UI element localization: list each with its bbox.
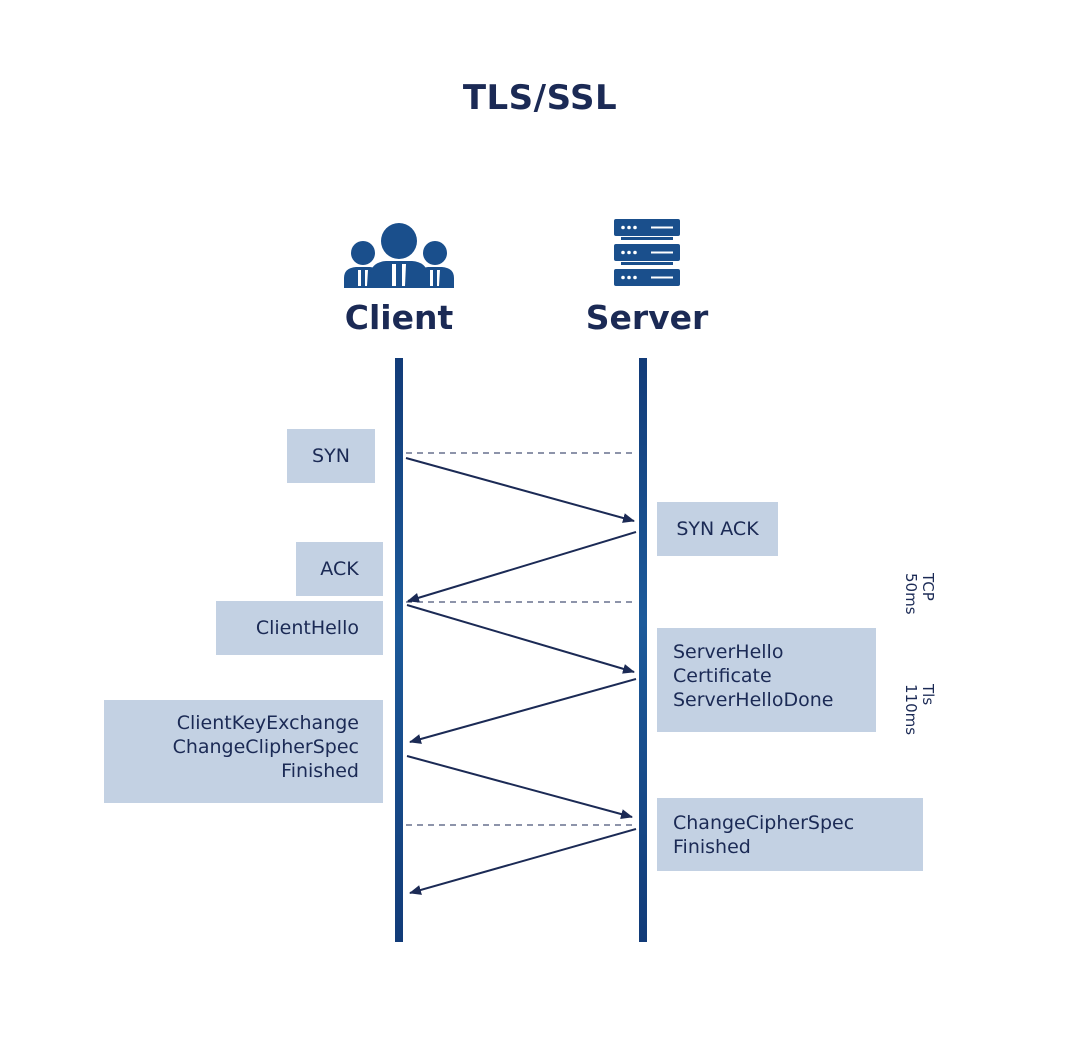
users-group-icon bbox=[344, 223, 454, 288]
client-label: Client bbox=[344, 298, 454, 337]
diagram-title: TLS/SSL bbox=[462, 78, 618, 118]
message-text: Finished bbox=[673, 836, 751, 858]
arrow-syn-ack bbox=[407, 531, 637, 603]
timing-tcp-duration: 50ms bbox=[902, 573, 920, 615]
message-text: ACK bbox=[320, 558, 359, 580]
message-text: SYN ACK bbox=[676, 518, 759, 540]
message-text: ClientHello bbox=[255, 617, 359, 639]
message-box-syn-ack: SYN ACK bbox=[657, 502, 778, 556]
server-label: Server bbox=[585, 298, 709, 337]
arrow-client-hello bbox=[406, 604, 635, 674]
arrow-server-hello bbox=[409, 678, 637, 744]
message-text: ServerHelloDone bbox=[673, 689, 834, 711]
message-box-server-hello: ServerHello Certificate ServerHelloDone bbox=[657, 628, 876, 732]
timing-tls-label: Tls bbox=[919, 684, 937, 706]
message-text: ChangeCipherSpec bbox=[673, 812, 855, 834]
message-box-server-finished: ChangeCipherSpec Finished bbox=[657, 798, 923, 871]
message-text: Certificate bbox=[673, 665, 772, 687]
timing-tls: Tls 110ms bbox=[902, 684, 937, 736]
arrow-syn bbox=[405, 457, 635, 523]
server-lifeline bbox=[639, 358, 647, 942]
message-text: ChangeClipherSpec bbox=[172, 736, 359, 758]
timing-tls-duration: 110ms bbox=[902, 684, 920, 736]
timing-tcp-label: TCP bbox=[919, 573, 937, 601]
message-box-client-key-exchange: ClientKeyExchange ChangeClipherSpec Fini… bbox=[104, 700, 383, 803]
message-text: SYN bbox=[312, 445, 350, 467]
message-box-client-hello: ClientHello bbox=[216, 601, 383, 655]
message-text: Finished bbox=[281, 760, 359, 782]
arrow-server-finished bbox=[409, 828, 637, 895]
message-box-ack: ACK bbox=[296, 542, 383, 596]
message-text: ClientKeyExchange bbox=[176, 712, 359, 734]
server-rack-icon bbox=[614, 219, 680, 286]
message-text: ServerHello bbox=[673, 641, 784, 663]
timing-tcp: TCP 50ms bbox=[902, 573, 937, 615]
message-box-syn: SYN bbox=[287, 429, 375, 483]
client-lifeline bbox=[395, 358, 403, 942]
arrow-client-key-exchange bbox=[406, 755, 633, 819]
